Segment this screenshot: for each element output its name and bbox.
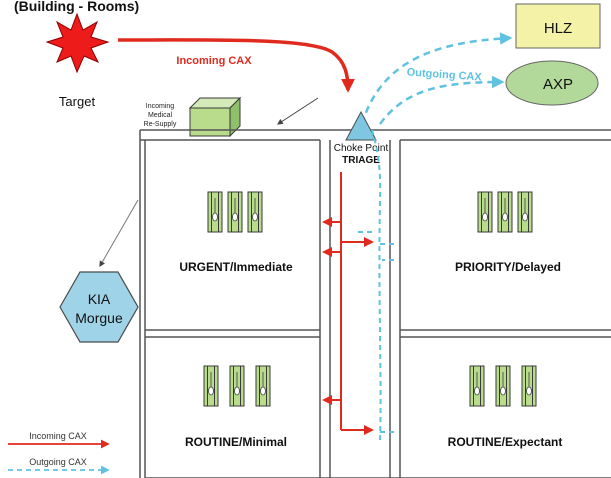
room-label-routine-minimal: ROUTINE/Minimal	[185, 435, 287, 449]
triage-label: TRIAGE	[342, 155, 380, 166]
diagram-title: (Building - Rooms)	[14, 0, 139, 14]
hlz-box	[515, 3, 601, 49]
building-walls	[139, 129, 611, 478]
resupply-label-line3: Re-Supply	[144, 121, 177, 128]
room-label-urgent: URGENT/Immediate	[179, 260, 293, 274]
kia-label: KIA	[88, 291, 111, 307]
hlz-label: HLZ	[544, 20, 572, 37]
choke-point-label: Choke Point	[334, 143, 389, 154]
morgue-label: Morgue	[75, 310, 123, 326]
outgoing-cax-corridor	[358, 129, 394, 441]
incoming-cax-corridor	[322, 172, 374, 435]
outgoing-cax-label: Outgoing CAX	[406, 66, 482, 83]
kia-pointer-arrow	[99, 199, 139, 268]
target-label: Target	[59, 94, 96, 109]
outgoing-cax-path-hlz	[360, 32, 513, 125]
room-label-priority: PRIORITY/Delayed	[455, 260, 561, 274]
urgent-stretchers	[207, 191, 263, 233]
supply-crate-icon	[188, 96, 242, 138]
resupply-label-line1: Incoming	[146, 103, 175, 110]
routine-expectant-stretchers	[469, 365, 537, 407]
explosion-star-icon	[45, 12, 110, 74]
legend-outgoing-label: Outgoing CAX	[29, 457, 87, 467]
resupply-label-line2: Medical	[148, 112, 173, 119]
legend-incoming-label: Incoming CAX	[29, 431, 87, 441]
legend: Incoming CAX Outgoing CAX	[8, 431, 110, 475]
kia-morgue-hexagon	[59, 271, 139, 343]
priority-stretchers	[477, 191, 533, 233]
axp-ellipse	[505, 60, 599, 106]
axp-label: AXP	[543, 76, 573, 93]
incoming-cax-label: Incoming CAX	[176, 55, 252, 67]
room-label-routine-expectant: ROUTINE/Expectant	[448, 435, 563, 449]
routine-minimal-stretchers	[203, 365, 271, 407]
outgoing-cax-path-axp	[378, 75, 505, 125]
choke-point-triangle	[345, 110, 377, 141]
incoming-cax-arrow	[117, 38, 355, 93]
resupply-pointer-arrow	[276, 97, 319, 125]
